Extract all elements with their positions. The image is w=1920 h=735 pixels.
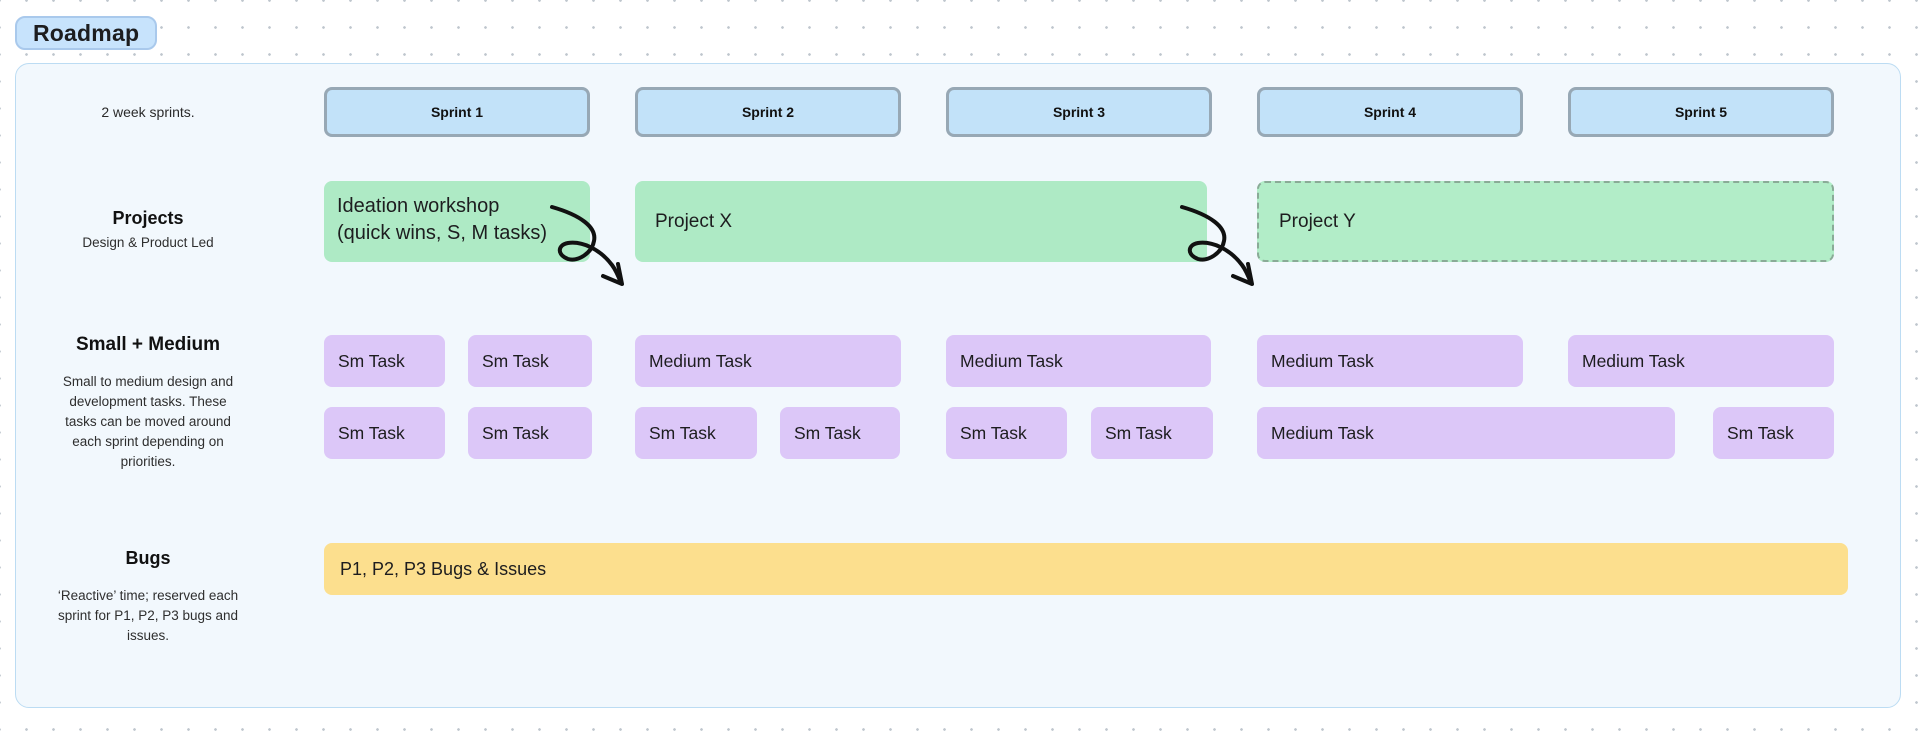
task-card[interactable]: Medium Task (946, 335, 1211, 387)
task-label: Sm Task (1727, 422, 1794, 443)
task-label: Sm Task (794, 422, 861, 443)
task-card[interactable]: Sm Task (780, 407, 900, 459)
sprint-label: Sprint 5 (1674, 104, 1728, 120)
card-label-line2: (quick wins, S, M tasks) (337, 222, 548, 244)
sprint-header-2[interactable]: Sprint 2 (635, 87, 901, 137)
task-label: Sm Task (1105, 422, 1172, 443)
task-card[interactable]: Sm Task (468, 335, 592, 387)
card-label-line1: Ideation workshop (337, 195, 500, 217)
task-label: Sm Task (649, 422, 716, 443)
sprint-header-1[interactable]: Sprint 1 (324, 87, 590, 137)
card-ideation-workshop[interactable]: Ideation workshop (quick wins, S, M task… (324, 181, 590, 262)
sprint-cadence-note[interactable]: 2 week sprints. (101, 104, 195, 120)
section-label-small-medium[interactable]: Small + Medium Small to medium design an… (40, 332, 256, 472)
task-card[interactable]: Medium Task (1257, 407, 1675, 459)
section-label-projects[interactable]: Projects Design & Product Led (40, 206, 256, 253)
task-card[interactable]: Sm Task (1091, 407, 1213, 459)
section-title: Projects (112, 208, 184, 228)
task-card[interactable]: Sm Task (1713, 407, 1834, 459)
section-title: Small + Medium (75, 334, 221, 355)
arrow-projectx-to-sprint4-icon[interactable] (1172, 201, 1264, 296)
bugs-bar-label: P1, P2, P3 Bugs & Issues (340, 558, 547, 579)
sprint-label: Sprint 4 (1363, 104, 1417, 120)
task-card[interactable]: Medium Task (1257, 335, 1523, 387)
task-label: Sm Task (338, 350, 405, 371)
task-card[interactable]: Medium Task (635, 335, 901, 387)
task-card[interactable]: Sm Task (468, 407, 592, 459)
task-label: Sm Task (338, 422, 405, 443)
sprint-label: Sprint 1 (430, 104, 484, 120)
sprint-label: Sprint 2 (741, 104, 795, 120)
arrow-ideation-to-sprint2-icon[interactable] (542, 201, 634, 296)
bugs-bar[interactable]: P1, P2, P3 Bugs & Issues (324, 543, 1848, 595)
sprint-header-3[interactable]: Sprint 3 (946, 87, 1212, 137)
section-description: ‘Reactive’ time; reserved each sprint fo… (57, 588, 239, 643)
task-label: Sm Task (960, 422, 1027, 443)
task-card[interactable]: Sm Task (946, 407, 1067, 459)
page-title: Roadmap (33, 19, 140, 46)
task-label: Medium Task (960, 350, 1063, 371)
sprint-header-5[interactable]: Sprint 5 (1568, 87, 1834, 137)
section-subtitle: Design & Product Led (82, 235, 214, 250)
task-card[interactable]: Sm Task (324, 407, 445, 459)
section-description: Small to medium design and development t… (62, 374, 234, 469)
section-title: Bugs (125, 548, 171, 568)
sprint-label: Sprint 3 (1052, 104, 1106, 120)
card-label: Project Y (1279, 210, 1356, 232)
card-label: Project X (655, 210, 733, 232)
task-label: Medium Task (1271, 422, 1374, 443)
roadmap-title-pill[interactable]: Roadmap (15, 16, 158, 50)
card-project-y[interactable]: Project Y (1257, 181, 1834, 262)
task-label: Medium Task (1271, 350, 1374, 371)
sprint-header-4[interactable]: Sprint 4 (1257, 87, 1523, 137)
task-card[interactable]: Sm Task (635, 407, 757, 459)
task-label: Medium Task (649, 350, 752, 371)
card-project-x[interactable]: Project X (635, 181, 1207, 262)
task-card[interactable]: Medium Task (1568, 335, 1834, 387)
task-label: Sm Task (482, 422, 549, 443)
task-label: Sm Task (482, 350, 549, 371)
section-label-bugs[interactable]: Bugs ‘Reactive’ time; reserved each spri… (40, 546, 256, 646)
task-label: Medium Task (1582, 350, 1685, 371)
task-card[interactable]: Sm Task (324, 335, 445, 387)
